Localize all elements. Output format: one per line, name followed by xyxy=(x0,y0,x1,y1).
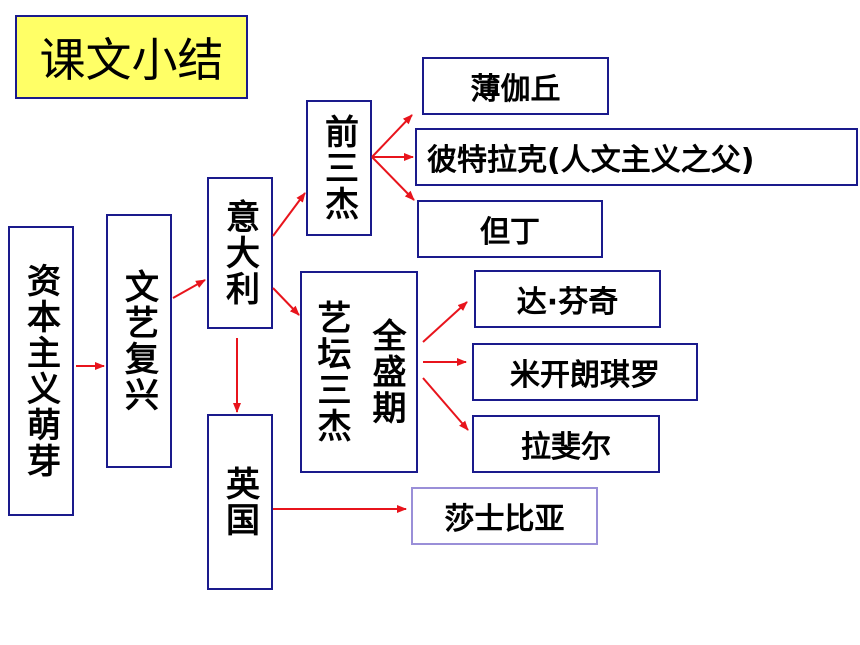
peak-period-label: 全盛期 xyxy=(366,318,406,426)
arrow-art-to-davinci xyxy=(422,301,468,343)
early-three-masters-box: 前三杰 xyxy=(306,100,372,236)
raphael-box: 拉斐尔 xyxy=(472,415,660,473)
capitalism-sprout-box: 资本主义萌芽 xyxy=(8,226,74,516)
arrow-early-to-dante xyxy=(371,156,415,201)
arrow-art-to-raphael xyxy=(422,377,469,431)
summary-title: 课文小结 xyxy=(15,15,248,99)
italy-box: 意大利 xyxy=(207,177,273,329)
england-box: 英国 xyxy=(207,414,273,590)
renaissance-box: 文艺复兴 xyxy=(106,214,172,468)
art-three-masters-box: 全盛期 艺坛三杰 xyxy=(300,271,418,473)
arrow-italy-to-art-three xyxy=(272,287,300,316)
dante-box: 但丁 xyxy=(417,200,603,258)
boccaccio-box: 薄伽丘 xyxy=(422,57,609,115)
petrarch-box: 彼特拉克(人文主义之父) xyxy=(415,128,858,186)
arrow-early-to-boccaccio xyxy=(371,114,413,158)
da-vinci-box: 达·芬奇 xyxy=(474,270,661,328)
michelangelo-box: 米开朗琪罗 xyxy=(472,343,698,401)
arrow-italy-to-early-three xyxy=(272,192,306,237)
arrow-renaissance-to-italy xyxy=(172,279,206,299)
art-three-label: 艺坛三杰 xyxy=(311,300,351,444)
shakespeare-box: 莎士比亚 xyxy=(411,487,598,545)
